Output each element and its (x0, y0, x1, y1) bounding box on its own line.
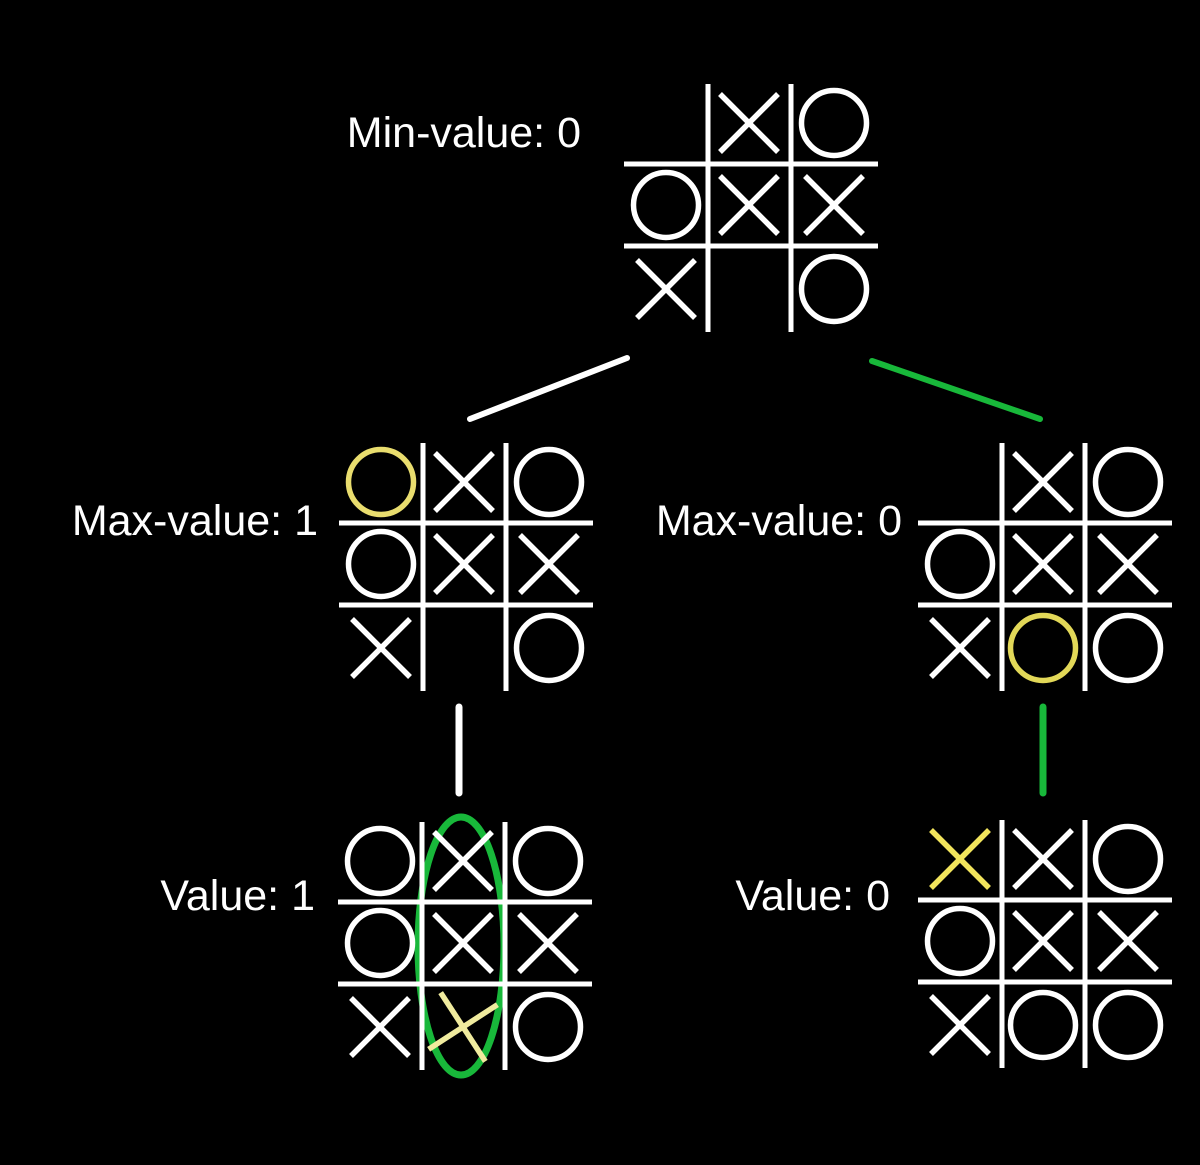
piece-x (433, 451, 495, 513)
piece-x (1012, 451, 1074, 513)
piece-o (1092, 823, 1164, 895)
piece-x (1012, 533, 1074, 595)
piece-x (1012, 910, 1074, 972)
piece-x (433, 533, 495, 595)
piece-x (718, 174, 780, 236)
piece-x-highlighted (929, 828, 991, 890)
piece-x (635, 258, 697, 320)
piece-x (432, 830, 494, 892)
piece-x (718, 92, 780, 154)
piece-x (803, 174, 865, 236)
label-root-min-value: Min-value: 0 (346, 109, 581, 157)
piece-x-highlighted (427, 991, 499, 1063)
edge-root-to-max-left (467, 355, 630, 422)
board-value-right (918, 820, 1172, 1068)
piece-o (513, 446, 585, 518)
board-max-right (918, 443, 1172, 691)
piece-o (798, 87, 870, 159)
label-value-right: Value: 0 (735, 872, 890, 920)
piece-o (1092, 989, 1164, 1061)
board-value-left (338, 822, 592, 1070)
label-max-value-left: Max-value: 1 (71, 497, 318, 545)
piece-o (1007, 989, 1079, 1061)
piece-x (1012, 828, 1074, 890)
board-max-left (339, 443, 593, 691)
piece-o (924, 528, 996, 600)
piece-o-highlighted (345, 446, 417, 518)
piece-o (345, 528, 417, 600)
label-value-left: Value: 1 (160, 872, 315, 920)
piece-o (630, 169, 702, 241)
piece-o (344, 907, 416, 979)
piece-o (344, 825, 416, 897)
piece-o (512, 825, 584, 897)
piece-x (1097, 533, 1159, 595)
piece-x (349, 996, 411, 1058)
piece-x (1097, 910, 1159, 972)
piece-o (1092, 446, 1164, 518)
piece-o (798, 253, 870, 325)
piece-x (929, 617, 991, 679)
piece-x (517, 912, 579, 974)
edge-root-to-max-right (869, 358, 1043, 422)
piece-x (518, 533, 580, 595)
piece-o (1092, 612, 1164, 684)
board-root (624, 84, 878, 332)
piece-o (512, 991, 584, 1063)
piece-o (513, 612, 585, 684)
piece-o-highlighted (1007, 612, 1079, 684)
label-max-value-right: Max-value: 0 (655, 497, 902, 545)
piece-x (350, 617, 412, 679)
piece-o (924, 905, 996, 977)
piece-x (929, 994, 991, 1056)
piece-x (432, 912, 494, 974)
